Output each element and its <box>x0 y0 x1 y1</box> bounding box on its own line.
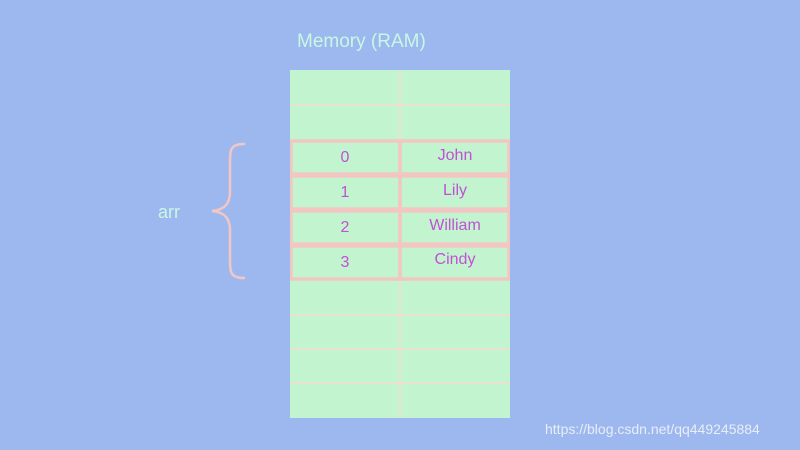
array-cell-border <box>398 139 510 176</box>
array-index-3: 3 <box>340 254 350 271</box>
array-value-2: William <box>429 217 481 234</box>
watermark-text: https://blog.csdn.net/qq449245884 <box>545 421 760 437</box>
array-cell-border <box>398 244 510 281</box>
array-index-0: 0 <box>340 149 350 166</box>
array-value-0: John <box>437 147 473 164</box>
array-cell-border <box>398 174 510 211</box>
array-variable-label: arr <box>158 202 180 222</box>
array-index-1: 1 <box>340 184 350 201</box>
memory-block: 0 John 1 Lily 2 William 3 Cindy <box>290 70 510 418</box>
array-index-2: 2 <box>340 219 350 236</box>
memory-title: Memory (RAM) <box>297 31 426 52</box>
array-value-1: Lily <box>442 182 467 199</box>
curly-brace-icon <box>211 142 246 280</box>
array-slot-borders <box>290 139 510 281</box>
array-value-3: Cindy <box>434 251 476 268</box>
array-cell-border <box>398 209 510 246</box>
memory-grid <box>290 70 510 418</box>
empty-slot-lines <box>290 70 510 418</box>
